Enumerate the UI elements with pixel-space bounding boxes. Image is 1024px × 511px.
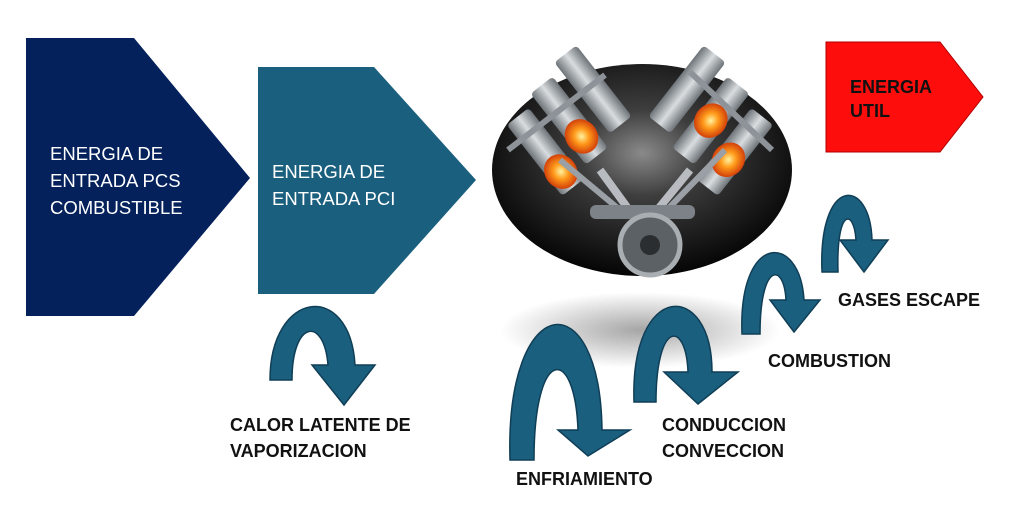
conduction-convection-loss-arrow: [633, 305, 741, 405]
latent-heat-label: CALOR LATENTE DE VAPORIZACION: [230, 415, 411, 461]
useful-energy-chevron: [825, 41, 984, 153]
cooling-label: ENFRIAMIENTO: [516, 469, 653, 489]
input-pci-label: ENERGIA DE ENTRADA PCI: [272, 161, 396, 209]
cooling-loss-arrow: [509, 323, 633, 461]
combustion-label: COMBUSTION: [768, 351, 891, 371]
input-pcs-label: ENERGIA DE ENTRADA PCS COMBUSTIBLE: [50, 143, 183, 218]
exhaust-gases-loss-arrow: [821, 194, 890, 274]
combustion-loss-arrow: [741, 251, 822, 335]
v-engine-icon: [492, 46, 792, 278]
conduction-convection-label: CONDUCCION CONVECCION: [662, 415, 786, 461]
useful-energy-label: ENERGIA UTIL: [850, 77, 933, 121]
latent-heat-loss-arrow: [269, 305, 377, 407]
exhaust-gases-label: GASES ESCAPE: [838, 290, 981, 310]
input-pci-chevron: [258, 67, 476, 294]
input-pcs-chevron: [26, 38, 250, 316]
